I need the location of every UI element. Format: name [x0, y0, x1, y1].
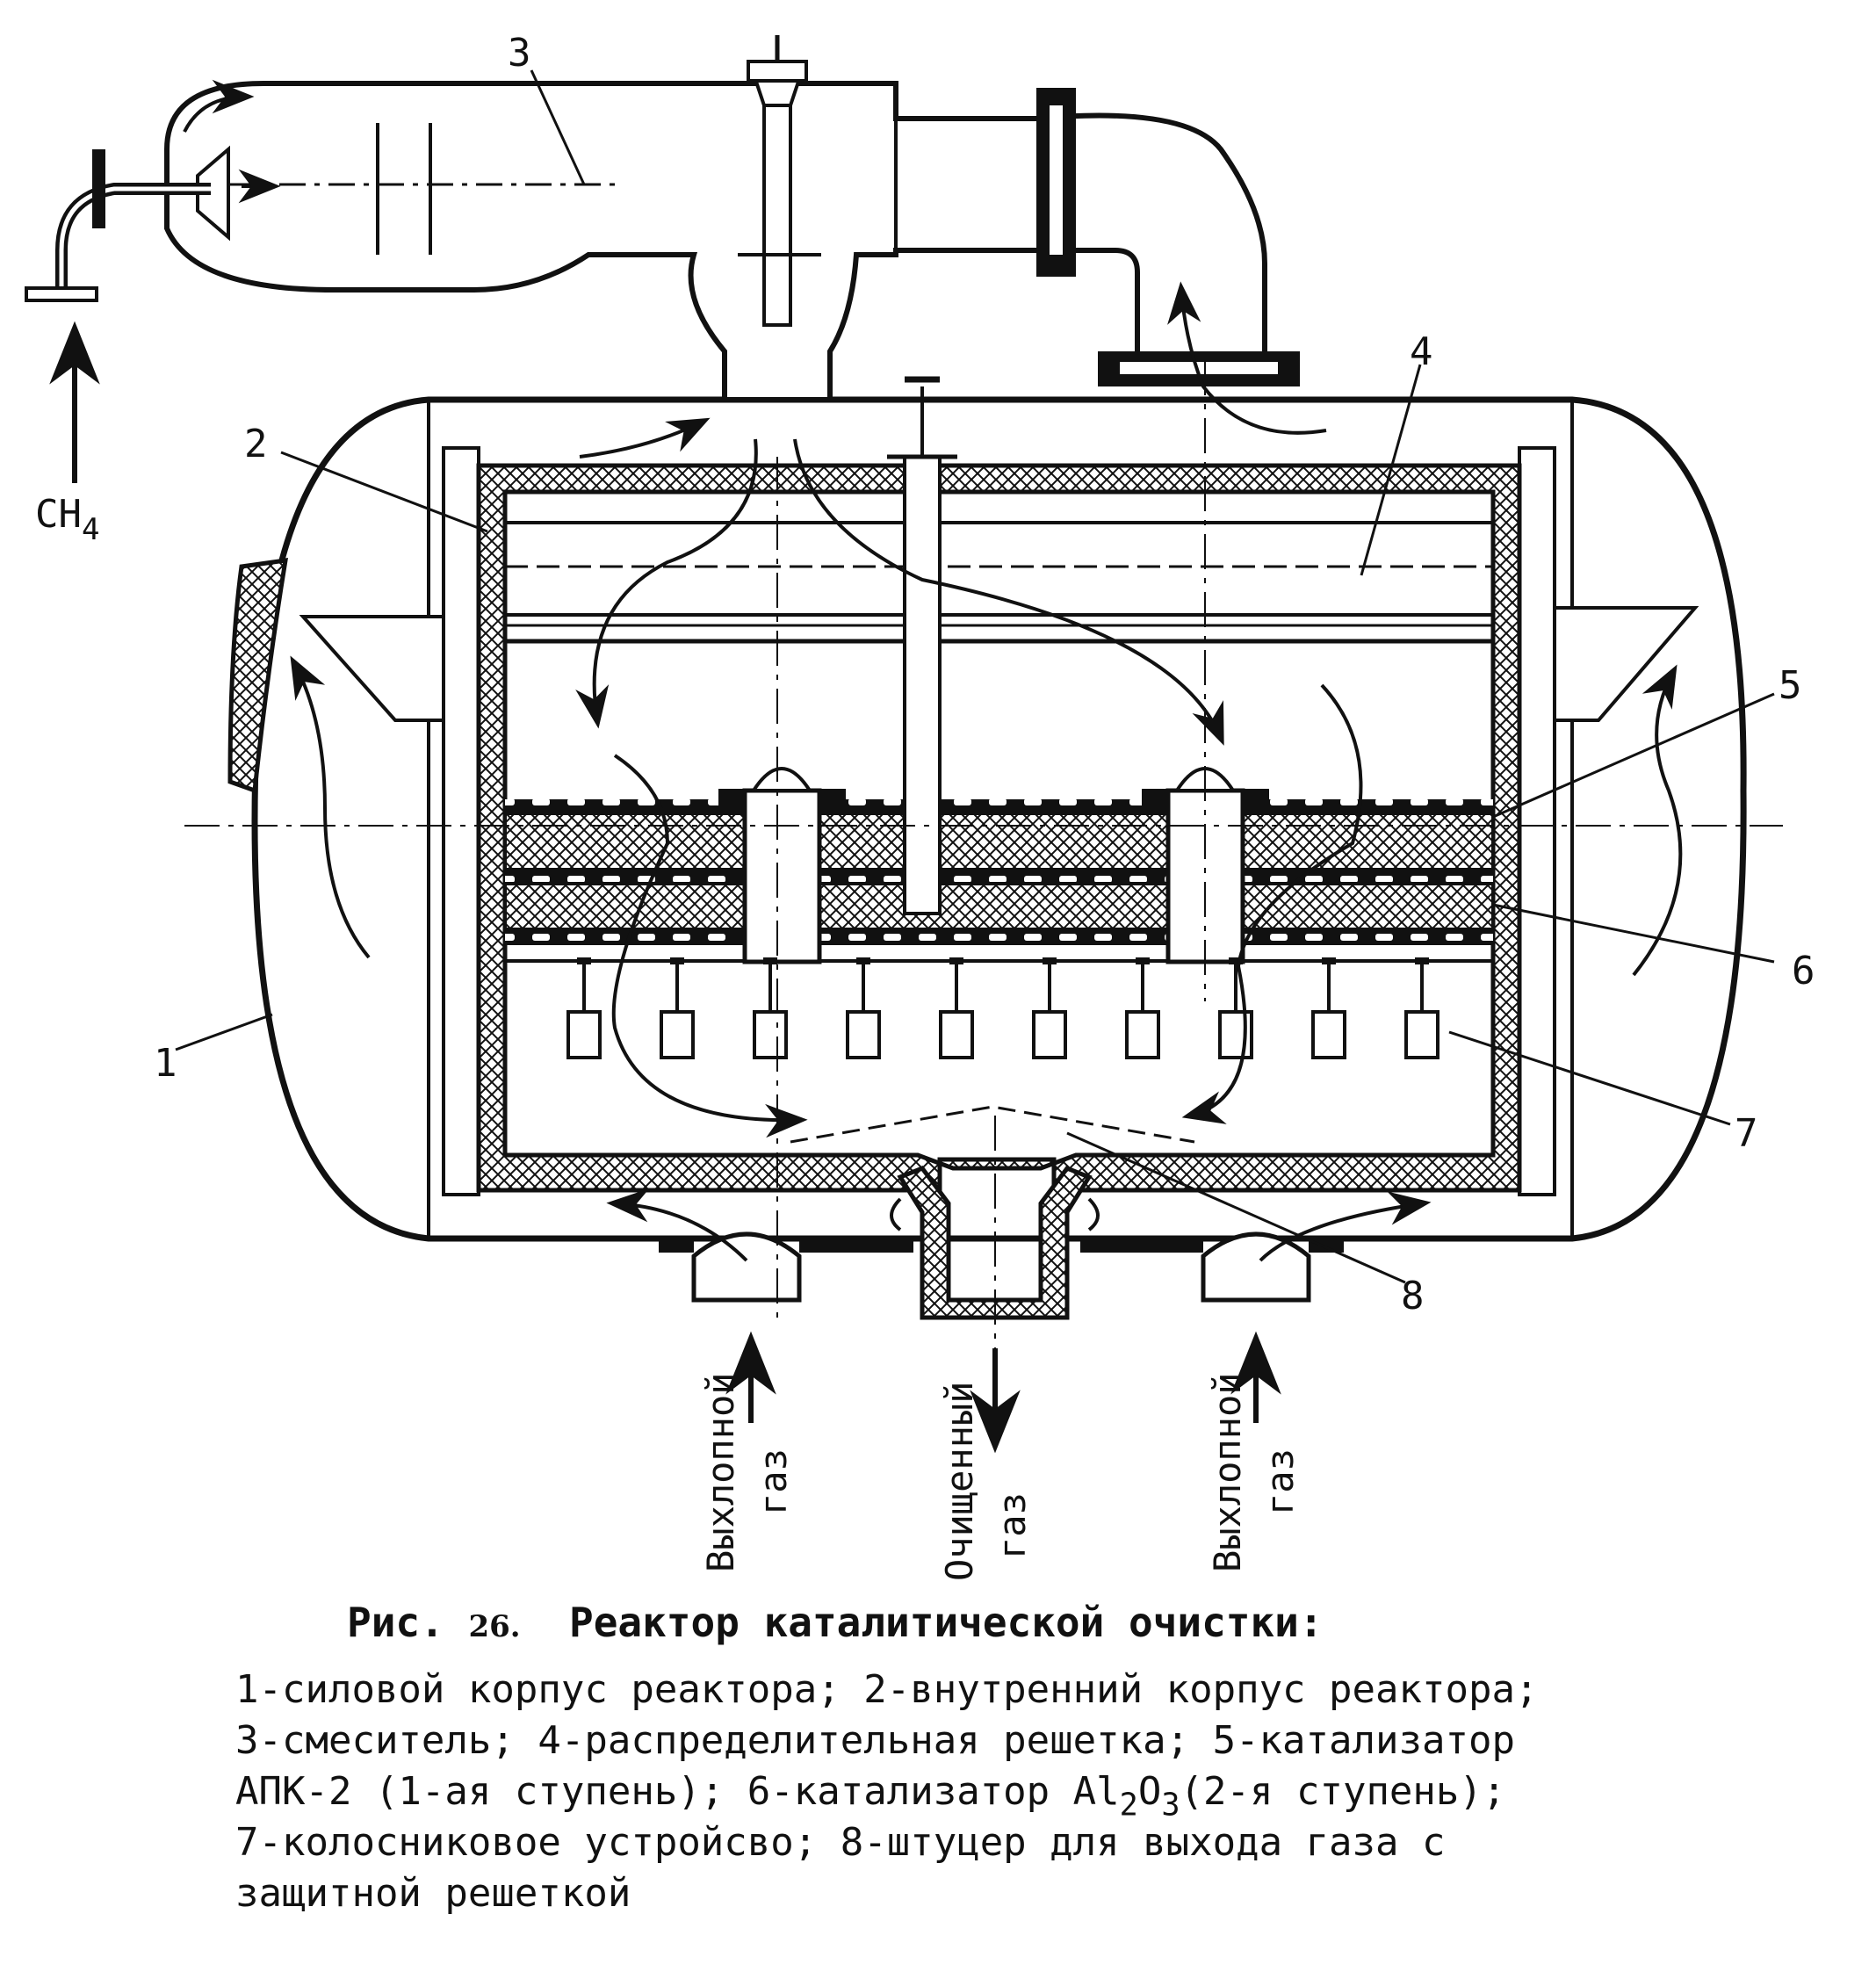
- flow-arrows: [183, 79, 1683, 1262]
- right-stand-column: [1518, 446, 1556, 1196]
- grate-bar: [1311, 1010, 1346, 1059]
- exhaust-right-label-2: газ: [1259, 1448, 1302, 1515]
- loading-tube-left: [742, 788, 822, 964]
- part-number-2: 2: [244, 422, 268, 466]
- legend-line: 7-колосниковое устройсво; 8-штуцер для в…: [235, 1820, 1446, 1865]
- legend-line: 1-силовой корпус реактора; 2-внутренний …: [235, 1667, 1539, 1712]
- exhaust-right-label-1: Выхлопной: [1206, 1372, 1249, 1572]
- left-stand-column: [442, 446, 480, 1196]
- legend-line: 3-смеситель; 4-распределительная решетка…: [235, 1718, 1515, 1763]
- catalyst-bed-2: [503, 882, 1495, 931]
- catalyst-bed-2-bottom-screen: [505, 929, 1493, 945]
- part-number-6: 6: [1792, 949, 1815, 993]
- protective-grid: [790, 1105, 1195, 1144]
- grate-bar: [1125, 1010, 1160, 1059]
- part-number-3: 3: [508, 31, 531, 76]
- leader-lines: [175, 69, 1775, 1284]
- valve-stem: [762, 95, 792, 327]
- grate-bars: [566, 957, 1439, 1059]
- thermowell: [903, 455, 942, 915]
- part-number-8: 8: [1401, 1274, 1425, 1318]
- grate-bar: [753, 1010, 788, 1059]
- right-bracket: [1553, 606, 1699, 722]
- grate-bar: [1404, 1010, 1439, 1059]
- figure-caption-title: Рис. 26. Реактор каталитической очистки:: [347, 1599, 1324, 1646]
- grate-bar: [939, 1010, 974, 1059]
- part-number-5: 5: [1779, 663, 1802, 708]
- legend-line: АПК-2 (1-ая ступень); 6-катализатор Al2O…: [235, 1769, 1506, 1824]
- grate-bar: [1032, 1010, 1067, 1059]
- part-number-4: 4: [1410, 329, 1433, 374]
- catalyst-bed-1-screen: [505, 799, 1493, 815]
- left-bracket: [299, 615, 445, 722]
- left-hatched-pad: [227, 558, 289, 794]
- inlet-arrows: [49, 321, 1281, 1454]
- grate-bar: [566, 1010, 602, 1059]
- inlet-label: CH4: [35, 492, 99, 547]
- grate-bar: [846, 1010, 881, 1059]
- part-number-7: 7: [1735, 1111, 1758, 1156]
- exhaust-left-label-1: Выхлопной: [699, 1372, 742, 1572]
- exhaust-left-label-2: газ: [752, 1448, 795, 1515]
- outlet-nozzle: [897, 1165, 1093, 1320]
- cleaned-label-2: газ: [991, 1492, 1034, 1559]
- legend-line: защитной решеткой: [235, 1871, 631, 1916]
- exhaust-port-left: [691, 1231, 802, 1303]
- cleaned-label-1: Очищенный: [938, 1381, 981, 1581]
- exhaust-port-right: [1201, 1231, 1311, 1303]
- catalyst-bed-1: [503, 806, 1495, 871]
- loading-tube-right: [1165, 788, 1245, 964]
- part-number-1: 1: [154, 1041, 177, 1086]
- grate-bar: [660, 1010, 695, 1059]
- mixer-pipe: [164, 81, 1267, 402]
